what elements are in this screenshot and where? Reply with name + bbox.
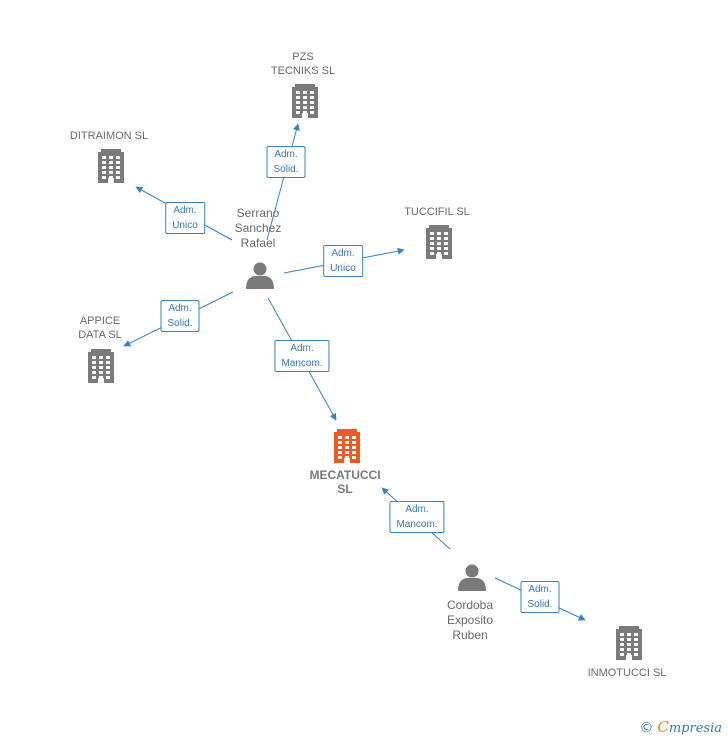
person-icon-cordoba[interactable] <box>458 564 486 592</box>
edge-label-serrano-to-mecatucci[interactable]: Adm. Mancom. <box>274 340 330 372</box>
edge-label-serrano-to-pzs[interactable]: Adm. Solid. <box>266 146 306 178</box>
node-label-ditraimon[interactable]: DITRAIMON SL <box>69 130 149 142</box>
edge-label-cordoba-to-mecatucci[interactable]: Adm. Mancom. <box>389 501 445 533</box>
building-icon-tuccifil[interactable] <box>426 225 452 259</box>
building-icon-appice[interactable] <box>88 349 114 383</box>
node-label-cordoba[interactable]: Cordoba Exposito Ruben <box>446 598 494 642</box>
node-label-tuccifil[interactable]: TUCCIFIL SL <box>404 206 470 218</box>
edge-label-serrano-to-appice[interactable]: Adm. Solid. <box>160 300 200 332</box>
edge-label-cordoba-to-inmotucci[interactable]: Adm. Solid. <box>520 581 560 613</box>
person-icon-serrano[interactable] <box>246 262 274 290</box>
edge-label-serrano-to-tuccifil[interactable]: Adm. Unico <box>323 245 363 277</box>
brand-initial: C <box>657 718 669 736</box>
building-icon-inmotucci[interactable] <box>616 626 642 660</box>
building-icon-pzs[interactable] <box>292 84 318 118</box>
node-label-mecatucci[interactable]: MECATUCCI SL <box>309 468 381 496</box>
brand-name: mpresia <box>668 721 722 736</box>
empresia-logo: ©Cmpresia <box>639 718 722 736</box>
node-label-pzs[interactable]: PZS TECNIKS SL <box>270 51 336 77</box>
copyright-icon: © <box>639 720 654 736</box>
building-icon-mecatucci[interactable] <box>334 429 360 463</box>
node-label-inmotucci[interactable]: INMOTUCCI SL <box>587 667 667 679</box>
edge-label-serrano-to-ditraimon[interactable]: Adm. Unico <box>165 202 205 234</box>
building-icon-ditraimon[interactable] <box>98 149 124 183</box>
node-label-appice[interactable]: APPICE DATA SL <box>78 315 122 341</box>
edge-serrano-to-pzs <box>266 123 300 241</box>
node-label-serrano[interactable]: Serrano Sanchez Rafael <box>234 206 282 250</box>
